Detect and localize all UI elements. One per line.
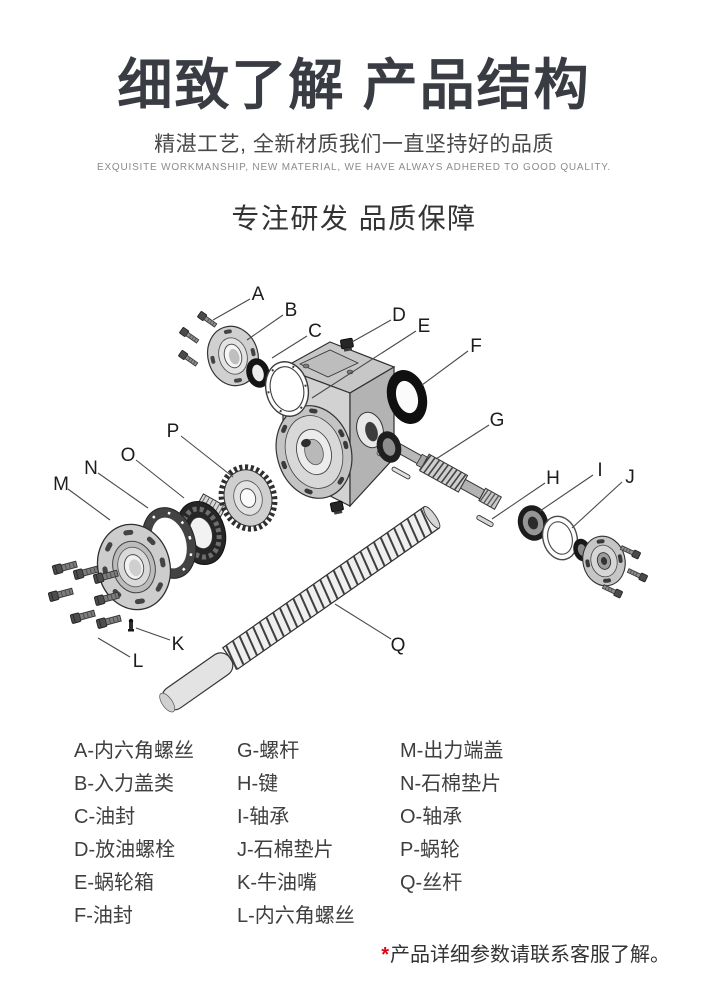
leader-line-A bbox=[212, 298, 251, 321]
diagram-label-D: D bbox=[392, 305, 406, 326]
part-drain-plug-bottom bbox=[329, 500, 345, 516]
parts-legend: A-内六角螺丝 B-入力盖类 C-油封 D-放油螺栓 E-蜗轮箱 F-油封 G-螺杆 H-键 I… bbox=[0, 741, 708, 941]
part-key-pin-upper bbox=[391, 466, 411, 480]
part-end-cover-right bbox=[582, 535, 626, 587]
page-title: 细致了解 产品结构 bbox=[117, 54, 591, 116]
diagram-label-J: J bbox=[625, 467, 635, 488]
leader-line-F bbox=[421, 350, 469, 386]
diagram-label-C: C bbox=[308, 321, 322, 342]
part-oil-seal-f bbox=[386, 370, 428, 424]
leader-line-O bbox=[135, 459, 185, 499]
legend-column-1: A-内六角螺丝 B-入力盖类 C-油封 D-放油螺栓 E-蜗轮箱 F-油封 bbox=[74, 741, 194, 939]
diagram-label-Q: Q bbox=[391, 635, 406, 656]
diagram-label-L: L bbox=[133, 651, 144, 672]
footnote-asterisk: * bbox=[381, 944, 389, 966]
diagram-label-I: I bbox=[597, 460, 602, 481]
legend-item: J-石棉垫片 bbox=[237, 839, 334, 861]
section-heading: 专注研发 品质保障 bbox=[231, 203, 477, 234]
part-bearing-i bbox=[517, 505, 549, 541]
leader-line-H bbox=[491, 482, 546, 520]
legend-item: M-出力端盖 bbox=[400, 740, 504, 762]
diagram-label-E: E bbox=[418, 316, 431, 337]
part-worm-shaft bbox=[376, 431, 503, 510]
legend-item: I-轴承 bbox=[237, 806, 290, 828]
legend-item: F-油封 bbox=[74, 905, 133, 927]
legend-item: C-油封 bbox=[74, 806, 136, 828]
part-input-cover bbox=[206, 325, 260, 387]
diagram-label-B: B bbox=[285, 300, 298, 321]
legend-item: A-内六角螺丝 bbox=[74, 740, 194, 762]
legend-column-3: M-出力端盖 N-石棉垫片 O-轴承 P-蜗轮 Q-丝杆 bbox=[400, 741, 503, 906]
legend-item: D-放油螺栓 bbox=[74, 839, 176, 861]
leader-line-K bbox=[135, 627, 171, 641]
diagram-label-H: H bbox=[546, 468, 560, 489]
subtitle-english: EXQUISITE WORKMANSHIP, NEW MATERIAL, WE … bbox=[96, 162, 612, 173]
part-grease-nipple bbox=[128, 618, 134, 632]
exploded-diagram: ABC DE F G H I J K L MN O P Q bbox=[47, 284, 649, 713]
diagram-label-F: F bbox=[470, 336, 482, 357]
part-key-h bbox=[476, 514, 494, 528]
part-output-end-cover bbox=[96, 523, 172, 611]
part-oil-seal-c bbox=[246, 358, 270, 388]
footnote-text: 产品详细参数请联系客服了解。 bbox=[390, 944, 670, 966]
legend-item: H-键 bbox=[237, 773, 279, 795]
diagram-label-O: O bbox=[121, 445, 136, 466]
leader-line-I bbox=[539, 474, 594, 512]
leader-line-N bbox=[97, 472, 149, 509]
diagram-label-M: M bbox=[53, 474, 69, 495]
leader-line-E bbox=[311, 330, 417, 399]
leader-line-Q bbox=[334, 603, 392, 640]
leader-line-B bbox=[246, 314, 284, 341]
part-gasket-j bbox=[541, 515, 579, 561]
legend-item: P-蜗轮 bbox=[400, 839, 460, 861]
subtitle: 精湛工艺, 全新材质我们一直坚持好的品质 bbox=[154, 133, 554, 156]
legend-item: L-内六角螺丝 bbox=[237, 905, 355, 927]
footnote: *产品详细参数请联系客服了解。 bbox=[381, 938, 670, 967]
legend-item: O-轴承 bbox=[400, 806, 463, 828]
diagram-label-N: N bbox=[84, 458, 98, 479]
diagram-label-A: A bbox=[252, 284, 265, 305]
leader-line-P bbox=[180, 435, 234, 478]
legend-item: G-螺杆 bbox=[237, 740, 300, 762]
part-gasket-input bbox=[264, 361, 310, 417]
leader-line-J bbox=[571, 481, 623, 529]
leader-line-G bbox=[435, 424, 490, 460]
leader-line-C bbox=[271, 335, 308, 359]
leader-line-L bbox=[97, 637, 131, 658]
diagram-label-P: P bbox=[167, 421, 180, 442]
diagram-label-K: K bbox=[172, 634, 185, 655]
part-lead-screw bbox=[159, 505, 441, 713]
leader-line-M bbox=[67, 488, 111, 521]
legend-item: Q-丝杆 bbox=[400, 872, 463, 894]
legend-item: E-蜗轮箱 bbox=[74, 872, 154, 894]
legend-item: B-入力盖类 bbox=[74, 773, 174, 795]
legend-column-2: G-螺杆 H-键 I-轴承 J-石棉垫片 K-牛油嘴 L-内六角螺丝 bbox=[237, 741, 355, 939]
leader-line-D bbox=[351, 319, 392, 343]
diagram-label-G: G bbox=[490, 410, 505, 431]
legend-item: N-石棉垫片 bbox=[400, 773, 502, 795]
legend-item: K-牛油嘴 bbox=[237, 872, 317, 894]
